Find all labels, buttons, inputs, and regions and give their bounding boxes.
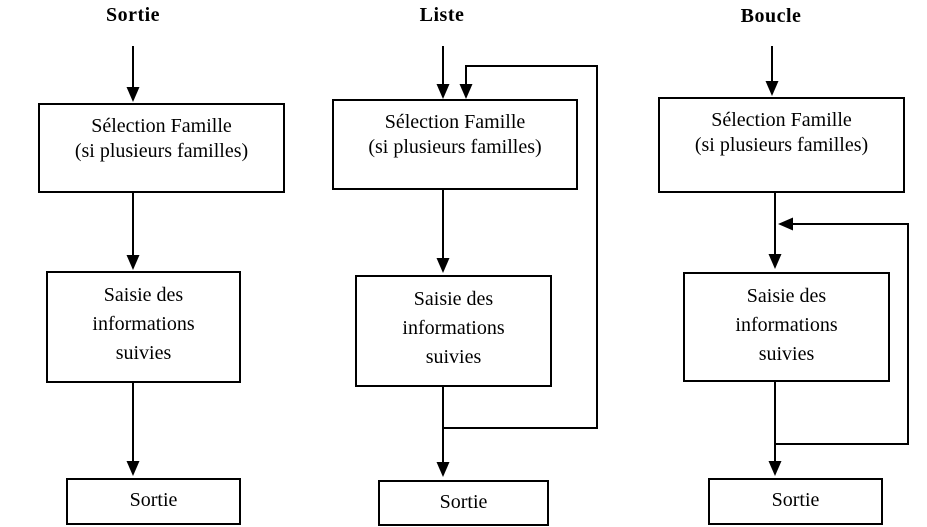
box-text-line: Sortie [129, 489, 178, 511]
saisie-informations-box: Saisie des informations suivies [355, 275, 552, 387]
saisie-informations-box: Saisie des informations suivies [683, 272, 890, 382]
box-text-line: Sortie [771, 489, 820, 511]
column-title-sortie: Sortie [105, 4, 161, 26]
box-text-line: Sélection Famille [711, 109, 852, 131]
col2-connector-saisie-to-sortie [436, 386, 450, 477]
selection-famille-box: Sélection Famille (si plusieurs familles… [38, 103, 285, 193]
box-text-line: informations [92, 313, 195, 335]
column-title-liste: Liste [419, 4, 465, 26]
col3-connector-saisie-to-sortie [768, 381, 782, 476]
sortie-box: Sortie [708, 478, 883, 525]
box-text-line: informations [735, 314, 838, 336]
box-text-line: suivies [758, 343, 815, 365]
selection-famille-box: Sélection Famille (si plusieurs familles… [658, 97, 905, 193]
box-text-line: informations [402, 317, 505, 339]
box-text-line: (si plusieurs familles) [368, 136, 542, 158]
sortie-box: Sortie [66, 478, 241, 525]
selection-famille-box: Sélection Famille (si plusieurs familles… [332, 99, 578, 190]
col1-connector-saisie-to-sortie [126, 382, 140, 476]
column-title-boucle: Boucle [740, 5, 802, 27]
box-text-line: Sélection Famille [91, 115, 232, 137]
box-text-line: suivies [115, 342, 172, 364]
col1-connector-selection-to-saisie [126, 192, 140, 270]
box-text-line: Sortie [439, 491, 488, 513]
saisie-informations-box: Saisie des informations suivies [46, 271, 241, 383]
col2-entry-arrow [436, 46, 450, 99]
col3-connector-selection-to-saisie [768, 192, 782, 269]
box-text-line: Saisie des [103, 284, 184, 306]
box-text-line: Saisie des [413, 288, 494, 310]
col3-entry-arrow [765, 46, 779, 96]
col2-connector-selection-to-saisie [436, 189, 450, 273]
box-text-line: suivies [425, 346, 482, 368]
box-text-line: Saisie des [746, 285, 827, 307]
col1-entry-arrow [126, 46, 140, 102]
sortie-box: Sortie [378, 480, 549, 526]
box-text-line: (si plusieurs familles) [74, 140, 249, 162]
box-text-line: (si plusieurs familles) [694, 134, 869, 156]
box-text-line: Sélection Famille [384, 111, 526, 133]
